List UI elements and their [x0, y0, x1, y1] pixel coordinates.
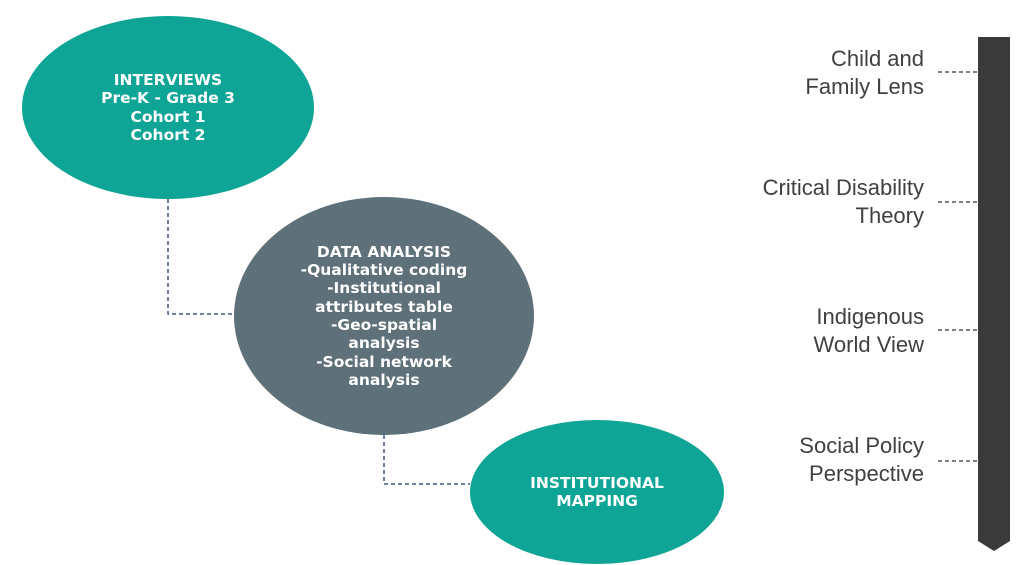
node-line: Pre-K - Grade 3	[101, 89, 235, 108]
node-line: analysis	[348, 370, 420, 389]
lens-line: World View	[813, 332, 924, 357]
node-line: INTERVIEWS	[113, 70, 223, 89]
lens-line: Critical Disability	[762, 175, 924, 200]
node-line: Cohort 2	[130, 125, 206, 144]
lens-label-social-policy: Social Policy Perspective	[799, 432, 924, 488]
lens-label-child-family: Child and Family Lens	[805, 45, 924, 101]
lens-line: Perspective	[809, 461, 924, 486]
node-line: INSTITUTIONAL	[530, 473, 664, 492]
lens-line: Social Policy	[799, 433, 924, 458]
node-line: MAPPING	[556, 492, 638, 510]
node-line: -Geo-spatial	[330, 316, 438, 334]
connector-interviews-to-analysis	[167, 199, 234, 315]
data-analysis-node: DATA ANALYSIS -Qualitative coding -Insti…	[234, 197, 534, 435]
node-line: DATA ANALYSIS	[316, 242, 452, 261]
lens-line: Family Lens	[805, 74, 924, 99]
node-line: -Qualitative coding	[300, 261, 468, 280]
node-line: -Institutional	[327, 279, 441, 298]
lens-label-indigenous: Indigenous World View	[814, 303, 924, 359]
node-line: analysis	[348, 334, 420, 353]
node-line: Cohort 1	[130, 107, 206, 126]
lens-line: Child and	[831, 46, 924, 71]
lens-label-critical-disability: Critical Disability Theory	[763, 174, 924, 230]
interviews-node: INTERVIEWS Pre-K - Grade 3 Cohort 1 Coho…	[22, 16, 314, 199]
connector-analysis-to-mapping	[383, 435, 470, 485]
institutional-mapping-node: INSTITUTIONAL MAPPING	[470, 420, 724, 564]
lens-bar	[978, 37, 1010, 551]
lens-line: Indigenous	[816, 304, 924, 329]
node-line: -Social network	[316, 352, 452, 371]
lens-line: Theory	[855, 203, 924, 228]
node-line: attributes table	[315, 297, 453, 316]
